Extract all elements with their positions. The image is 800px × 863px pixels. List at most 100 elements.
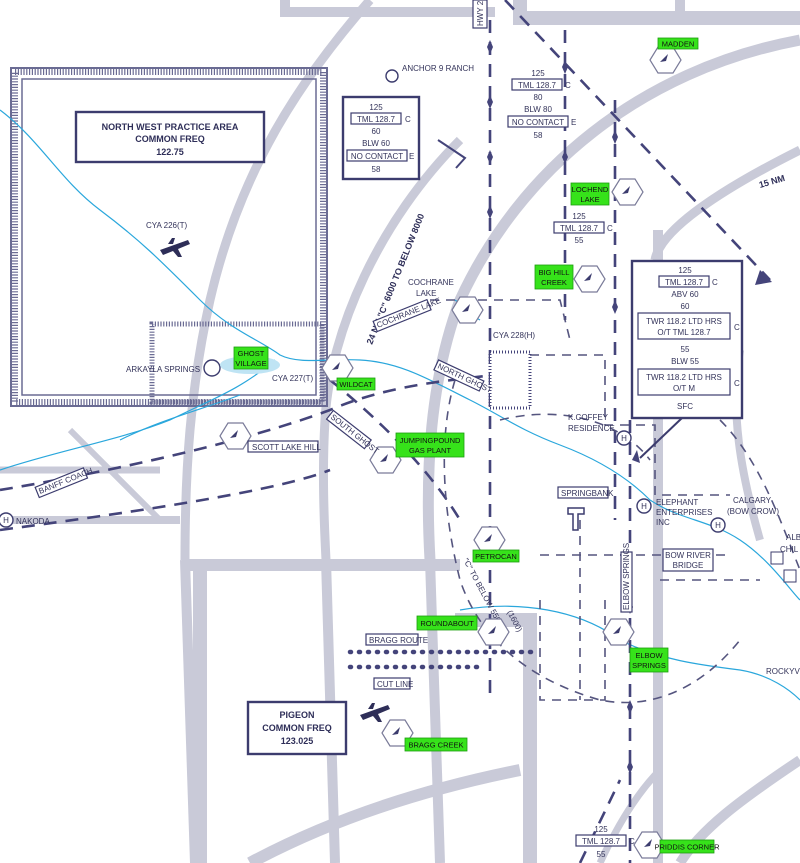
- svg-text:E: E: [571, 118, 576, 127]
- svg-text:ABV 60: ABV 60: [671, 290, 699, 299]
- svg-text:BLW 55: BLW 55: [671, 357, 699, 366]
- ranch-circle-icon: [385, 69, 399, 83]
- svg-text:ALB: ALB: [786, 533, 800, 542]
- highlight-priddis: PRIDDIS CORNER: [654, 839, 720, 854]
- svg-text:LAKE: LAKE: [416, 289, 436, 298]
- svg-text:TML 128.7: TML 128.7: [560, 224, 598, 233]
- label-cya226: CYA 226(T): [146, 221, 188, 230]
- svg-text:BRIDGE: BRIDGE: [673, 561, 704, 570]
- svg-text:125: 125: [594, 825, 608, 834]
- hex-madden-icon: [649, 46, 682, 74]
- helipad-kcoffey-icon: H: [616, 430, 632, 446]
- svg-text:SPRINGS: SPRINGS: [632, 661, 666, 670]
- highlight-bragg-creek: BRAGG CREEK: [404, 737, 468, 752]
- svg-text:C: C: [405, 115, 411, 124]
- label-cochrane-lake: COCHRANE: [408, 278, 454, 287]
- svg-text:55: 55: [681, 345, 690, 354]
- svg-text:INC: INC: [656, 518, 670, 527]
- pigeon-name: PIGEON: [279, 710, 314, 720]
- svg-text:TWR 118.2 LTD HRS: TWR 118.2 LTD HRS: [646, 317, 722, 326]
- svg-text:C: C: [607, 224, 613, 233]
- label-cut-line: CUT LINE: [377, 680, 413, 689]
- freq-box-cochrane: 125 TML 128.7 C 60 BLW 60 NO CONTACT E 5…: [341, 95, 421, 181]
- svg-text:NO CONTACT: NO CONTACT: [351, 152, 403, 161]
- pigeon-freq-label: COMMON FREQ: [262, 723, 332, 733]
- label-bragg-route: BRAGG ROUTE: [369, 636, 428, 645]
- label-rockyview: ROCKYVI: [766, 667, 800, 676]
- svg-text:58: 58: [534, 131, 543, 140]
- practice-area-frame: [10, 67, 328, 407]
- svg-text:GAS PLANT: GAS PLANT: [409, 446, 452, 455]
- label-elephant: ELEPHANT: [656, 498, 698, 507]
- svg-text:60: 60: [372, 127, 381, 136]
- aircraft-cya226-icon: [160, 238, 190, 257]
- label-bow-river-bridge: BOW RIVER: [665, 551, 711, 560]
- highlight-madden: MADDEN: [657, 37, 699, 50]
- svg-text:125: 125: [572, 212, 586, 221]
- label-north-ghost: NORTH GHOST: [436, 362, 493, 395]
- svg-text:MADDEN: MADDEN: [662, 40, 695, 49]
- hex-lochend-icon: [611, 178, 644, 206]
- label-arkayla: ARKAYLA SPRINGS: [126, 365, 200, 374]
- svg-text:GHOST: GHOST: [238, 349, 265, 358]
- svg-text:O/T TML 128.7: O/T TML 128.7: [657, 328, 711, 337]
- hex-scott-icon: [219, 422, 252, 450]
- svg-text:WILDCAT: WILDCAT: [339, 380, 373, 389]
- svg-text:E: E: [409, 152, 414, 161]
- svg-text:NO CONTACT: NO CONTACT: [512, 118, 564, 127]
- label-south-ghost: SOUTH GHOST: [329, 412, 381, 455]
- hex-cochrane-icon: [451, 296, 484, 324]
- label-nakoda: NAKODA: [16, 517, 50, 526]
- helipad-calgary-icon: H: [710, 517, 726, 533]
- svg-text:RESIDENCE: RESIDENCE: [568, 424, 615, 433]
- svg-text:ROUNDABOUT: ROUNDABOUT: [420, 619, 474, 628]
- svg-text:TWR 118.2 LTD HRS: TWR 118.2 LTD HRS: [646, 373, 722, 382]
- hex-bighill-icon: [573, 265, 606, 293]
- highlight-roundabout: ROUNDABOUT: [416, 615, 478, 631]
- svg-text:H: H: [3, 516, 9, 525]
- label-anchor9: ANCHOR 9 RANCH: [402, 64, 474, 73]
- svg-text:PRIDDIS CORNER: PRIDDIS CORNER: [654, 843, 720, 852]
- svg-text:ENTERPRISES: ENTERPRISES: [656, 508, 712, 517]
- svg-text:H: H: [641, 502, 647, 511]
- hex-wildcat-icon: [321, 354, 354, 382]
- label-cya228: CYA 228(H): [493, 331, 535, 340]
- label-calgary: CALGARY: [733, 496, 772, 505]
- helipad-nakoda-icon: H: [0, 512, 14, 528]
- svg-text:(BOW CROW): (BOW CROW): [727, 507, 779, 516]
- svg-text:55: 55: [597, 850, 606, 859]
- svg-text:TML 128.7: TML 128.7: [357, 115, 395, 124]
- svg-text:H: H: [621, 434, 627, 443]
- freq-box-lochend: 125 TML 128.7 C 55: [553, 212, 613, 245]
- svg-text:H: H: [715, 521, 721, 530]
- svg-text:55: 55: [575, 236, 584, 245]
- helipad-elephant-icon: H: [636, 498, 652, 514]
- svg-text:TML 128.7: TML 128.7: [518, 81, 556, 90]
- arkayla-circle-icon: [203, 359, 221, 377]
- hex-petrocan-icon: [473, 526, 506, 554]
- label-kcoffey: K.COFFEY: [568, 413, 609, 422]
- helipad-east-icon: [770, 551, 797, 583]
- svg-text:VILLAGE: VILLAGE: [235, 359, 266, 368]
- waypoint-hexagons: [219, 46, 682, 859]
- calgary-airspace-box: 125 TML 128.7 C ABV 60 60 TWR 118.2 LTD …: [630, 259, 744, 459]
- svg-text:BLW 80: BLW 80: [524, 105, 552, 114]
- svg-text:BIG HILL: BIG HILL: [539, 268, 570, 277]
- svg-text:C: C: [629, 837, 635, 846]
- svg-text:60: 60: [681, 302, 690, 311]
- svg-text:JUMPINGPOUND: JUMPINGPOUND: [400, 436, 461, 445]
- svg-text:BRAGG CREEK: BRAGG CREEK: [408, 741, 463, 750]
- freq-box-north: 125 TML 128.7 C 80 BLW 80 NO CONTACT E 5…: [507, 69, 576, 140]
- svg-text:125: 125: [369, 103, 383, 112]
- hex-elbow-icon: [602, 618, 635, 646]
- svg-text:CREEK: CREEK: [541, 278, 567, 287]
- label-elbow-springs-road: ELBOW SPRINGS: [622, 543, 631, 610]
- svg-text:C: C: [712, 278, 718, 287]
- svg-text:C: C: [734, 379, 740, 388]
- label-springbank: SPRINGBANK: [561, 489, 614, 498]
- pigeon-area-label: PIGEON COMMON FREQ 123.025: [246, 700, 348, 756]
- svg-text:TML 128.7: TML 128.7: [582, 837, 620, 846]
